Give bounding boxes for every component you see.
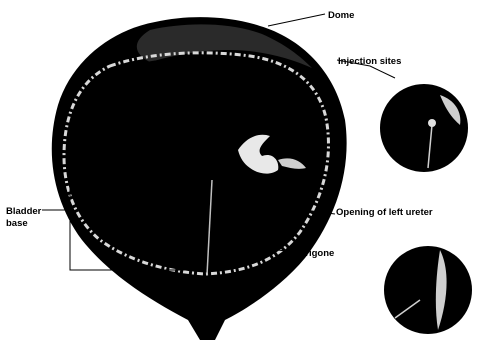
label-injection-sites: Injection sites	[338, 56, 401, 67]
label-bladder-base-line1: Bladder	[6, 206, 41, 217]
label-dome: Dome	[328, 10, 354, 21]
label-bladder-base-line2: base	[6, 218, 28, 229]
inset-lower	[383, 245, 473, 335]
label-trigone: Trigone	[300, 248, 334, 259]
label-opening-left-ureter: Opening of left ureter	[336, 207, 433, 218]
inset-injection-sites	[379, 83, 469, 173]
leader-dome	[268, 14, 325, 26]
inset-bleb	[428, 119, 436, 127]
